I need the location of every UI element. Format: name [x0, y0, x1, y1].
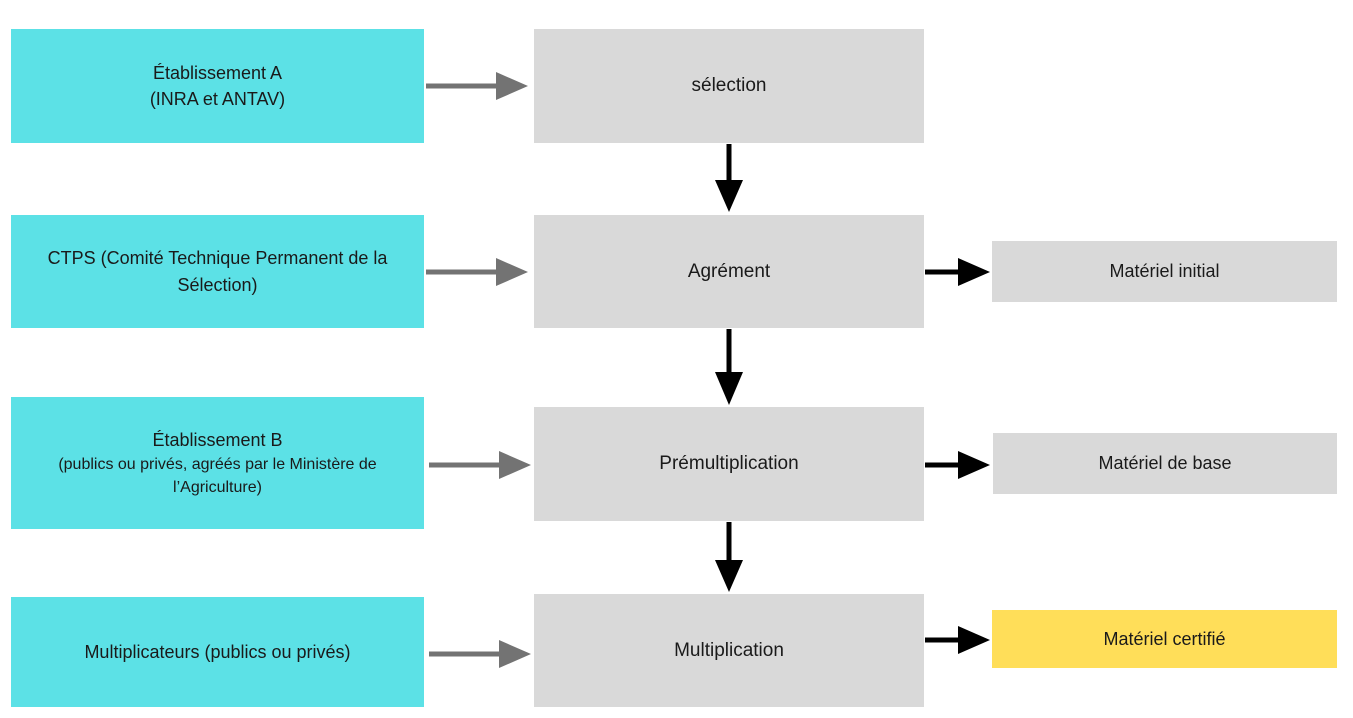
actor-etablissement-b-detail-cont: l’Agriculture): [173, 479, 262, 497]
stage-premultiplication-label: Prémultiplication: [659, 453, 799, 475]
actor-etablissement-a-detail: (INRA et ANTAV): [149, 89, 286, 109]
output-materiel-certifie: Matériel certifié: [992, 610, 1337, 668]
actor-etablissement-a-name: Établissement A: [152, 62, 283, 83]
stage-selection: sélection: [534, 29, 924, 143]
arrow-premultiplication-to-multiplication: [715, 522, 743, 592]
arrow-agrement-to-premultiplication: [715, 329, 743, 405]
output-materiel-certifie-label: Matériel certifié: [1103, 628, 1226, 649]
stage-agrement: Agrément: [534, 215, 924, 328]
actor-multiplicateurs-name: Multiplicateurs (publics ou privés): [84, 641, 351, 662]
output-materiel-base-label: Matériel de base: [1098, 453, 1232, 474]
stage-multiplication-label: Multiplication: [674, 639, 784, 661]
arrow-multiplication-to-materiel-certifie: [925, 626, 990, 654]
arrow-actor-b-to-premultiplication: [429, 451, 531, 479]
output-materiel-base: Matériel de base: [993, 433, 1337, 494]
actor-etablissement-b-detail: (publics ou privés, agréés par le Minist…: [58, 455, 377, 473]
actor-multiplicateurs: Multiplicateurs (publics ou privés): [11, 597, 424, 707]
arrow-multiplicateurs-to-multiplication: [429, 640, 531, 668]
stage-agrement-label: Agrément: [687, 260, 771, 282]
stage-multiplication: Multiplication: [534, 594, 924, 707]
arrow-ctps-to-agrement: [426, 258, 528, 286]
actor-etablissement-b-name: Établissement B: [152, 429, 283, 450]
actor-etablissement-b: Établissement B (publics ou privés, agré…: [11, 397, 424, 529]
arrow-agrement-to-materiel-initial: [925, 258, 990, 286]
arrow-selection-to-agrement: [715, 144, 743, 212]
stage-premultiplication: Prémultiplication: [534, 407, 924, 521]
actor-ctps: CTPS (Comité Technique Permanent de la S…: [11, 215, 424, 328]
output-materiel-initial: Matériel initial: [992, 241, 1337, 302]
arrow-premultiplication-to-materiel-base: [925, 451, 990, 479]
actor-ctps-name-cont: Sélection): [177, 274, 258, 295]
stage-selection-label: sélection: [691, 75, 767, 97]
actor-etablissement-a: Établissement A (INRA et ANTAV): [11, 29, 424, 143]
arrow-actor-a-to-selection: [426, 72, 528, 100]
output-materiel-initial-label: Matériel initial: [1109, 261, 1220, 282]
actor-ctps-name: CTPS (Comité Technique Permanent de la: [47, 248, 388, 269]
